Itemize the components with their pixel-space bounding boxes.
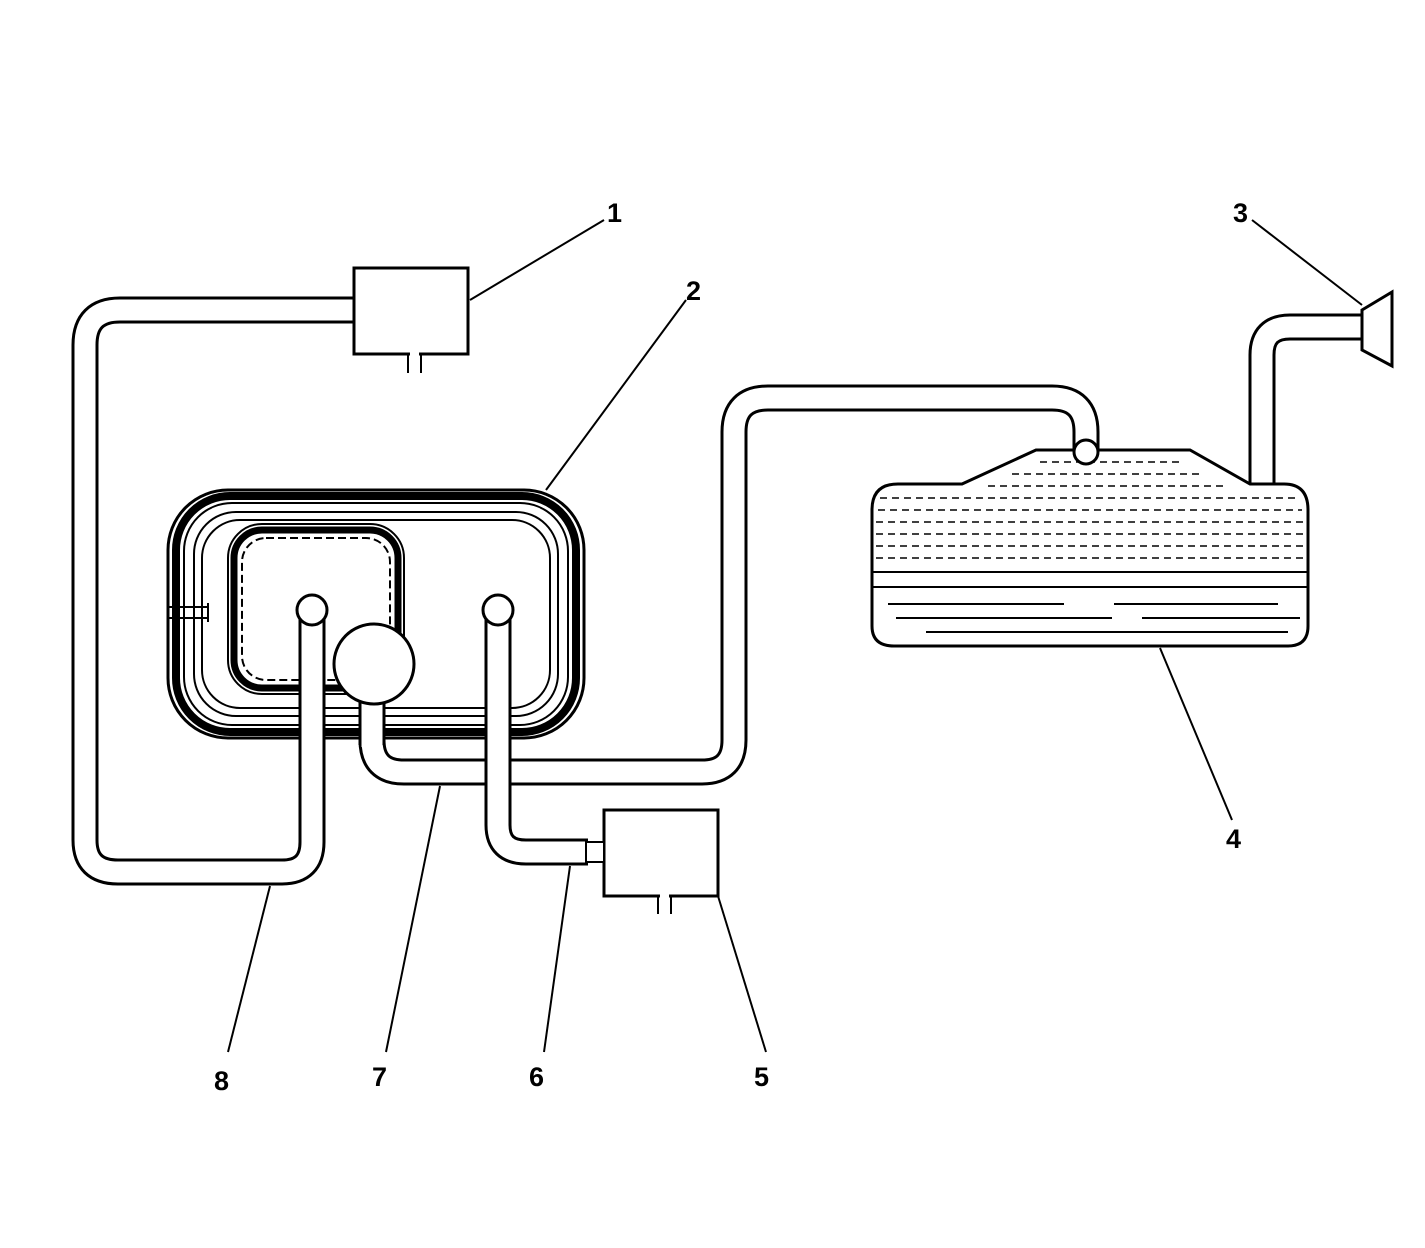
pump-icon	[332, 622, 416, 706]
component-1-box	[352, 266, 470, 373]
leader-5	[717, 895, 767, 1053]
callout-8: 8	[214, 1066, 229, 1096]
leader-lines	[227, 219, 1363, 1053]
port-right-icon	[481, 593, 515, 627]
callout-1: 1	[607, 198, 622, 228]
leader-2	[545, 299, 687, 491]
tube-8	[71, 296, 356, 886]
tube-7	[358, 384, 1100, 786]
component-5-box	[585, 808, 720, 914]
tank-port-icon	[1072, 438, 1100, 466]
callout-5: 5	[754, 1062, 769, 1092]
canister-ports	[295, 593, 515, 742]
callout-6: 6	[529, 1062, 544, 1092]
leader-3	[1251, 219, 1363, 306]
component-2-canister	[166, 488, 586, 740]
leader-1	[469, 219, 605, 301]
leader-4	[1159, 647, 1233, 821]
callout-2: 2	[686, 276, 701, 306]
leader-7	[385, 785, 441, 1053]
callout-labels: 1 2 3 4 5 6 7 8	[214, 198, 1248, 1096]
callout-4: 4	[1226, 824, 1241, 854]
component-3-horn	[1360, 289, 1394, 369]
component-4-tank	[870, 448, 1310, 648]
tube-6	[484, 612, 588, 866]
tube-vent	[1248, 313, 1364, 484]
leader-8	[227, 885, 271, 1053]
callout-7: 7	[372, 1062, 387, 1092]
leader-6	[543, 865, 571, 1053]
pump	[332, 622, 416, 747]
callout-3: 3	[1233, 198, 1248, 228]
port-left-icon	[295, 593, 329, 627]
